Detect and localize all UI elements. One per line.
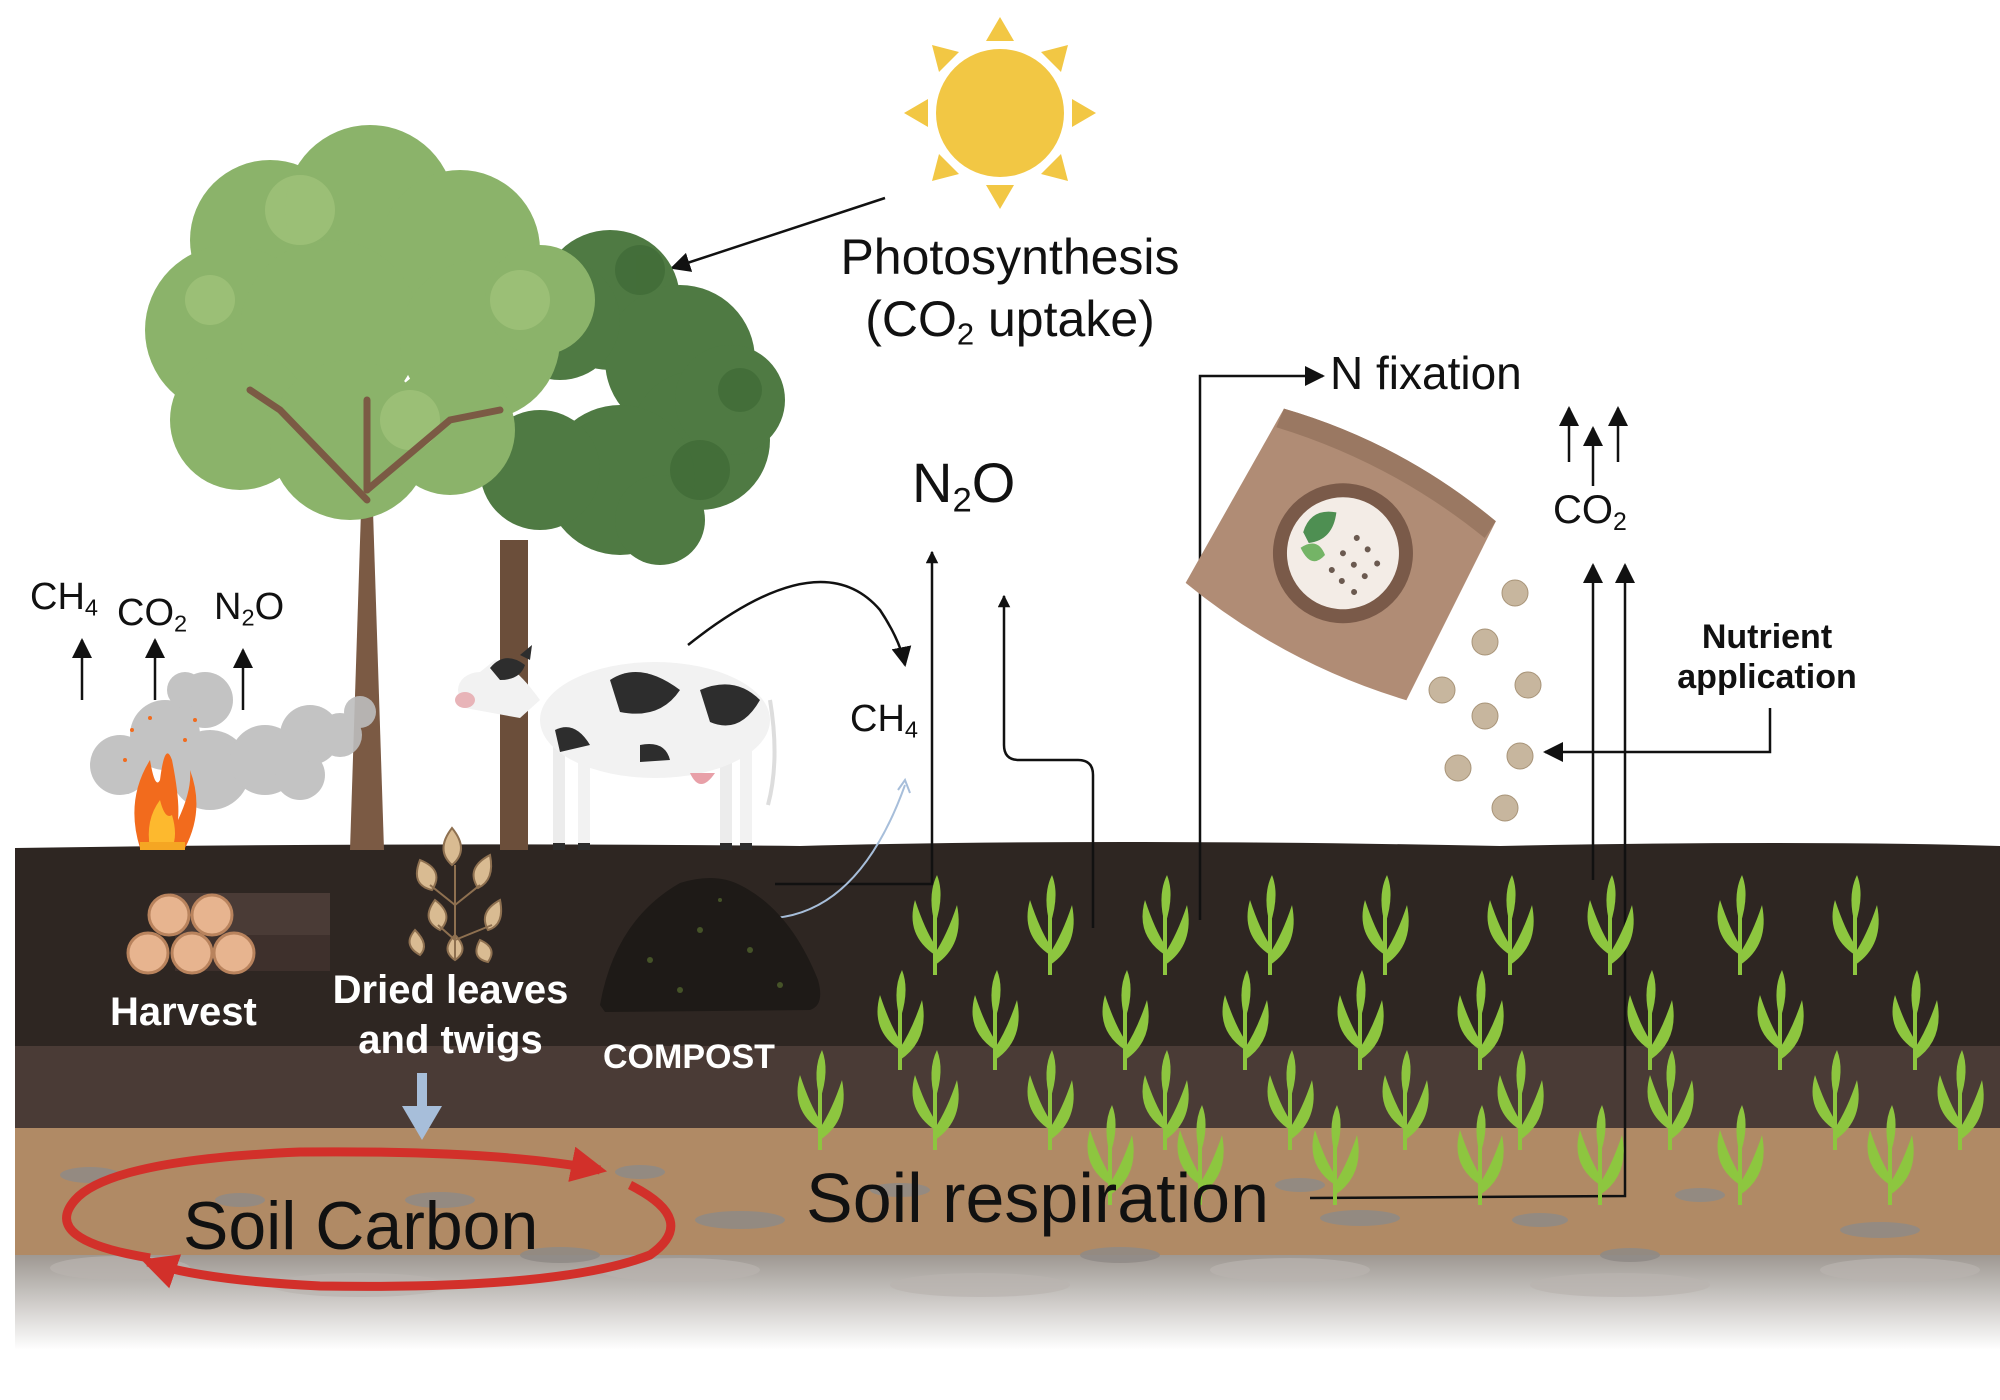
- soil-carbon-cycle-icon: [62, 1146, 676, 1291]
- seedling-icon: [1382, 1050, 1429, 1150]
- seedling-icon: [1757, 970, 1804, 1070]
- compost-label: COMPOST: [603, 1038, 775, 1076]
- seedling-icon: [1027, 875, 1074, 975]
- photosynthesis-line2: (CO2 uptake): [865, 291, 1155, 352]
- seedling-icon: [1717, 1105, 1764, 1205]
- n2o-label: N2O: [912, 451, 1016, 520]
- seedling-icon: [1497, 1050, 1544, 1150]
- smoke-icon: [90, 672, 376, 810]
- photosynthesis-line1: Photosynthesis: [840, 229, 1180, 285]
- seedling-icon: [1892, 970, 1939, 1070]
- seedling-icon: [1177, 1105, 1224, 1205]
- harvest-label: Harvest: [110, 990, 257, 1034]
- seedlings-group: [797, 875, 1984, 1205]
- seedling-icon: [1587, 875, 1634, 975]
- co2-right-label: CO2: [1553, 488, 1627, 536]
- compost-n2o-arrow: [775, 550, 939, 886]
- n-fixation-arrow: [1198, 366, 1325, 920]
- compost-pile-icon: [600, 877, 821, 1012]
- fertilizer-pellets-icon: [1428, 579, 1542, 822]
- seedling-icon: [1647, 1050, 1694, 1150]
- photosynthesis-label: Photosynthesis (CO2 uptake): [820, 232, 1200, 350]
- seedling-icon: [1102, 970, 1149, 1070]
- seedling-icon: [1457, 1105, 1504, 1205]
- soil-n2o-arrow: [997, 594, 1095, 928]
- seedling-icon: [972, 970, 1019, 1070]
- seedling-icon: [1222, 970, 1269, 1070]
- nutrient-application-label: Nutrient application: [1677, 618, 1857, 696]
- seedling-icon: [1457, 970, 1504, 1070]
- dried-leaves-label: Dried leaves and twigs: [332, 968, 569, 1062]
- cow-ch4-label: CH4: [850, 698, 918, 743]
- seedling-icon: [1577, 1105, 1624, 1205]
- seedling-icon: [1937, 1050, 1984, 1150]
- cow-ch4-arrow: [687, 580, 912, 667]
- seedling-icon: [1362, 875, 1409, 975]
- soil-respiration-label: Soil respiration: [806, 1159, 1269, 1237]
- seedling-icon: [1267, 1050, 1314, 1150]
- seedling-icon: [1087, 1105, 1134, 1205]
- fire-icon: [123, 716, 197, 850]
- seedling-icon: [1812, 1050, 1859, 1150]
- seedling-icon: [1142, 1050, 1189, 1150]
- soil-respiration-arrow: [1309, 563, 1635, 1200]
- seedling-icon: [1027, 1050, 1074, 1150]
- seedling-icon: [1312, 1105, 1359, 1205]
- seedling-icon: [1832, 875, 1879, 975]
- seedling-icon: [1142, 875, 1189, 975]
- seedling-icon: [877, 970, 924, 1070]
- seedling-icon: [1867, 1105, 1914, 1205]
- nutrient-arrow: [1543, 708, 1772, 762]
- seedling-icon: [1717, 875, 1764, 975]
- logs-icon: [126, 893, 330, 975]
- compost-ch4-arrow: [774, 784, 906, 919]
- decomposition-arrow: [402, 1073, 442, 1140]
- dried-leaves-icon: [408, 826, 503, 964]
- fire-ch4-label: CH4: [30, 576, 98, 621]
- seedling-icon: [1337, 970, 1384, 1070]
- seedling-icon: [1247, 875, 1294, 975]
- cow-icon: [455, 645, 777, 850]
- fire-n2o-label: N2O: [214, 586, 285, 631]
- seedling-icon: [1487, 875, 1534, 975]
- soil-carbon-label: Soil Carbon: [183, 1188, 539, 1264]
- seedling-icon: [1627, 970, 1674, 1070]
- n-fixation-label: N fixation: [1330, 347, 1522, 399]
- fertilizer-bag-icon: [1185, 408, 1496, 701]
- seedling-icon: [912, 1050, 959, 1150]
- sun-icon: [904, 17, 1096, 209]
- photosynthesis-arrow: [670, 196, 886, 272]
- seedling-icon: [797, 1050, 844, 1150]
- seedling-icon: [912, 875, 959, 975]
- fire-co2-label: CO2: [117, 592, 188, 637]
- tree-light-icon: [145, 125, 595, 850]
